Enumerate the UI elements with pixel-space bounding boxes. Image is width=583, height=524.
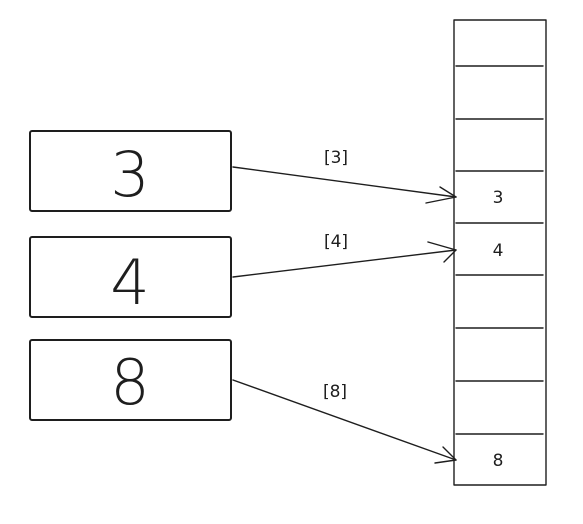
array-outline xyxy=(453,19,547,486)
arrow: [4] xyxy=(232,232,457,278)
key-box: 8 xyxy=(29,339,232,421)
arrowhead xyxy=(425,186,457,204)
array-cell: 4 xyxy=(493,241,504,261)
arrow-label: [8] xyxy=(323,382,347,402)
key-box-outline xyxy=(29,130,232,212)
key-box: 4 xyxy=(29,236,232,319)
array-cell: 8 xyxy=(493,451,504,471)
arrow-shaft xyxy=(232,379,457,461)
array-cell: 3 xyxy=(493,188,504,208)
arrow-shaft xyxy=(232,166,457,198)
arrow-label: [3] xyxy=(324,148,348,168)
key-value: 8 xyxy=(110,346,149,419)
arrow: [8] xyxy=(232,379,457,464)
arrowhead xyxy=(427,241,457,263)
array-cells: 3 4 8 xyxy=(493,188,504,471)
key-box-outline xyxy=(29,339,232,421)
arrow-shaft xyxy=(232,249,457,278)
hash-array: 3 4 8 xyxy=(453,19,547,486)
key-value: 4 xyxy=(110,246,149,319)
arrow: [3] xyxy=(232,148,457,204)
key-box-outline xyxy=(29,236,232,318)
arrowhead xyxy=(434,446,457,464)
key-value: 3 xyxy=(110,138,149,211)
array-dividers xyxy=(455,65,544,435)
arrow-label: [4] xyxy=(324,232,348,252)
key-box: 3 xyxy=(29,130,232,212)
